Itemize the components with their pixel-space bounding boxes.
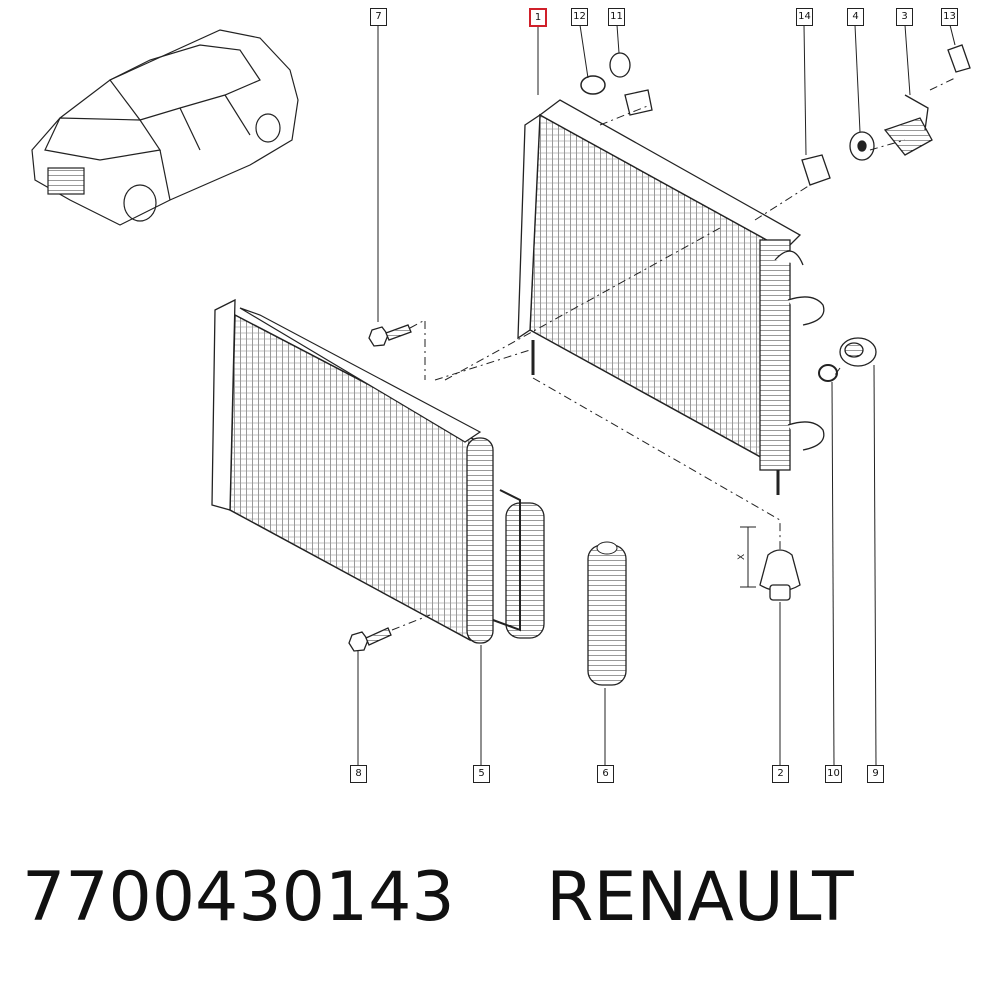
dimension-label: X [737,554,747,560]
callout-7[interactable]: 7 [370,8,387,26]
callout-12[interactable]: 12 [571,8,588,26]
clip-13[interactable] [947,44,971,73]
callout-11[interactable]: 11 [608,8,625,26]
condenser[interactable] [211,298,545,644]
callout-2[interactable]: 2 [772,765,789,783]
callout-9[interactable]: 9 [867,765,884,783]
clip-14[interactable] [801,154,831,186]
parts-exploded-diagram: X [31,24,971,767]
part-caption: 7700430143 RENAULT [22,858,854,948]
radiator[interactable] [517,99,825,495]
bolt-7[interactable] [368,324,412,347]
callout-8[interactable]: 8 [350,765,367,783]
dryer-filter[interactable] [587,541,627,686]
callout-5[interactable]: 5 [473,765,490,783]
car-thumbnail [31,29,299,226]
callout-14[interactable]: 14 [796,8,813,26]
drain-plug-9[interactable] [839,337,877,367]
callout-13[interactable]: 13 [941,8,958,26]
callout-10[interactable]: 10 [825,765,842,783]
callout-3[interactable]: 3 [896,8,913,26]
callout-1-selected[interactable]: 1 [529,8,547,27]
bush-11[interactable] [609,52,653,116]
clamp-12[interactable] [580,75,606,95]
rubber-mount-4[interactable] [849,131,875,161]
part-number: 7700430143 [22,858,455,937]
callout-6[interactable]: 6 [597,765,614,783]
x-dimension-marker: X [737,526,756,588]
bracket-3[interactable] [883,94,933,156]
seal-ring-10[interactable] [818,364,838,382]
rubber-mount-2[interactable] [759,549,801,601]
leader-lines [357,24,956,767]
brand-name: RENAULT [546,858,854,937]
assembly-guide-lines [391,77,956,631]
bolt-8[interactable] [348,627,392,652]
callout-4[interactable]: 4 [847,8,864,26]
